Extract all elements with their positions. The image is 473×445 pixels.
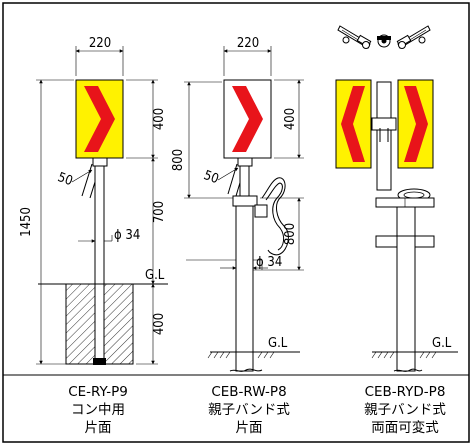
right-chevron-left — [341, 86, 365, 162]
left-caption-line2: コン中用 — [71, 402, 125, 418]
middle-pole — [235, 205, 254, 372]
middle-dim-width: 220 — [237, 36, 259, 51]
middle-caption-line2: 親子バンド式 — [208, 402, 290, 418]
right-drawing: G.L — [335, 25, 458, 372]
middle-drawing: 220 400 50 800 800 — [171, 36, 304, 372]
middle-caption-model: CEB-RW-P8 — [211, 384, 286, 400]
left-chevron-arrow — [84, 86, 115, 152]
right-caption-model: CEB-RYD-P8 — [365, 384, 446, 400]
left-dim-width: 220 — [89, 36, 111, 51]
left-dim-sign-height: 400 — [152, 108, 167, 130]
right-caption-line3: 両面可変式 — [371, 419, 439, 436]
middle-band-clamp — [232, 195, 258, 207]
middle-chevron-arrow — [232, 86, 263, 152]
middle-dim-800-right: 800 — [283, 223, 298, 245]
left-dim-total: 1450 — [19, 207, 34, 237]
left-dim-buried: 400 — [152, 313, 167, 335]
left-dim-above-gl: 700 — [152, 201, 167, 223]
middle-gl-label: G.L — [268, 336, 288, 351]
middle-caption-line3: 片面 — [236, 420, 263, 436]
left-dim-angle: 50 — [56, 170, 75, 189]
right-top-view — [337, 25, 431, 49]
left-dim-pipe: ϕ 34 — [114, 228, 140, 243]
left-gl-label: G.L — [145, 268, 165, 283]
left-drawing: 220 400 50 1450 700 ϕ 34 G.L — [19, 36, 168, 365]
left-caption-model: CE-RY-P9 — [68, 384, 128, 400]
middle-dim-pipe: ϕ 34 — [256, 255, 282, 270]
right-gl-label: G.L — [432, 336, 452, 351]
middle-dim-800-left: 800 — [171, 149, 186, 171]
captions: CE-RY-P9 コン中用 片面 CEB-RW-P8 親子バンド式 片面 CEB… — [68, 384, 446, 436]
left-caption-line3: 片面 — [85, 420, 112, 436]
middle-dim-sign-height: 400 — [283, 108, 298, 130]
right-caption-line2: 親子バンド式 — [364, 402, 446, 418]
middle-dim-angle: 50 — [202, 168, 221, 187]
right-chevron-right — [404, 86, 428, 162]
